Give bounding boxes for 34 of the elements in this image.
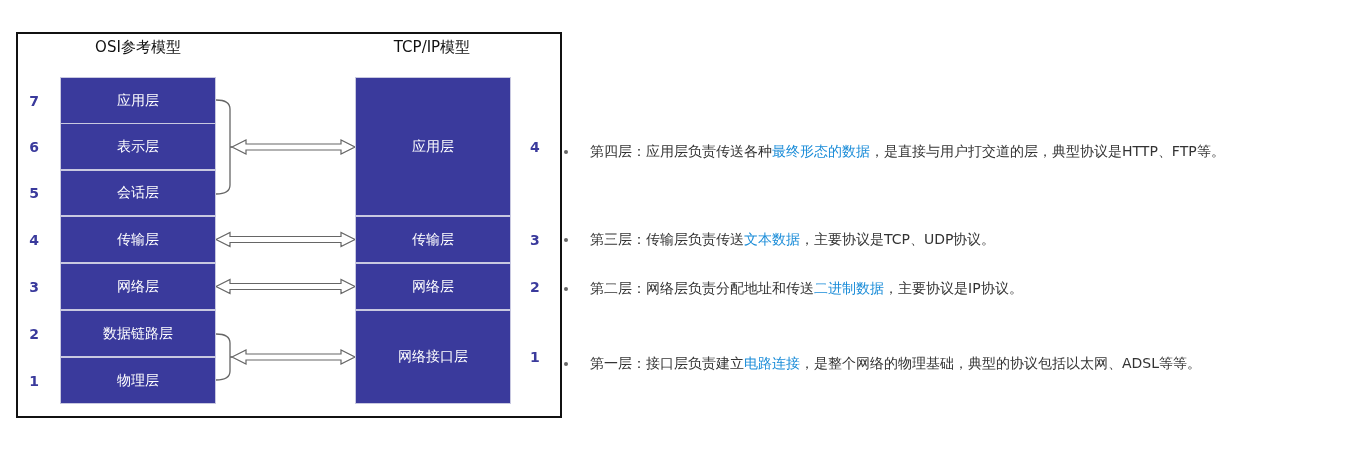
layer-number: 6 — [29, 138, 39, 155]
layer-number: 7 — [29, 92, 39, 109]
bracket — [216, 333, 232, 381]
layer-number: 1 — [29, 372, 39, 389]
layer-description: 第三层：传输层负责传送文本数据，主要协议是TCP、UDP协议。 — [590, 231, 996, 249]
layer-name: 应用层 — [412, 137, 454, 156]
bracket — [216, 99, 232, 195]
layer-name: 传输层 — [117, 230, 159, 249]
double-arrow — [214, 231, 357, 248]
layer-number: 2 — [530, 278, 540, 295]
layer-description: 第一层：接口层负责建立电路连接，是整个网络的物理基础，典型的协议包括以太网、ADSL等等。 — [590, 355, 1202, 373]
layer-description: 第二层：网络层负责分配地址和传送二进制数据，主要协议是IP协议。 — [590, 280, 1023, 298]
layer-number: 2 — [29, 325, 39, 342]
layer-name: 会话层 — [117, 184, 159, 202]
column-heading: TCP/IP模型 — [393, 38, 471, 57]
layer-number: 3 — [530, 231, 540, 248]
layer-name: 数据链路层 — [103, 324, 173, 343]
layer-name: 表示层 — [117, 137, 159, 156]
double-arrow — [230, 139, 357, 155]
layer-number: 1 — [530, 349, 540, 365]
double-arrow — [214, 278, 357, 295]
layer-description: 第四层：应用层负责传送各种最终形态的数据，是直接与用户打交道的层，典型协议是HTTP、FTP等。 — [590, 143, 1225, 161]
layer-number: 5 — [29, 185, 39, 201]
layer-number: 4 — [530, 138, 540, 155]
layer-name: 应用层 — [117, 91, 159, 110]
layer-number: 3 — [29, 278, 39, 295]
double-arrow — [230, 349, 357, 365]
column-heading: OSI参考模型 — [95, 38, 181, 57]
layer-name: 网络接口层 — [398, 348, 468, 366]
layer-number: 4 — [29, 231, 39, 248]
layer-name: 网络层 — [117, 277, 159, 296]
layer-name: 传输层 — [412, 230, 454, 249]
layer-name: 物理层 — [117, 371, 159, 390]
layer-name: 网络层 — [412, 277, 454, 296]
